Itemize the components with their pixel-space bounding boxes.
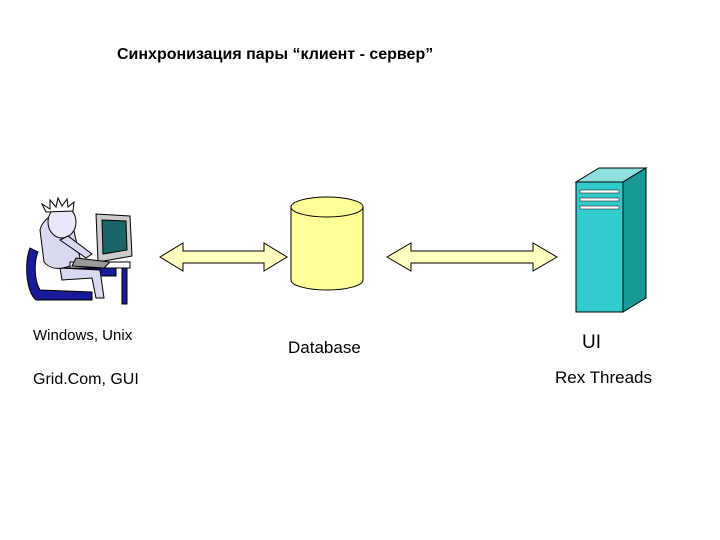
client-label-os: Windows, Unix	[33, 327, 133, 344]
server-label-ui: UI	[582, 332, 601, 353]
client-label-app: Grid.Com, GUI	[33, 371, 139, 388]
diagram-title: Синхронизация пары “клиент - сервер”	[117, 46, 434, 63]
server-label-threads: Rex Threads	[555, 368, 653, 387]
bidirectional-arrow-right	[386, 242, 558, 272]
person-at-computer-icon	[26, 196, 133, 305]
database-cylinder-icon	[290, 196, 364, 291]
bidirectional-arrow-left	[159, 242, 288, 272]
database-label: Database	[288, 338, 361, 357]
server-tower-icon	[574, 167, 648, 313]
